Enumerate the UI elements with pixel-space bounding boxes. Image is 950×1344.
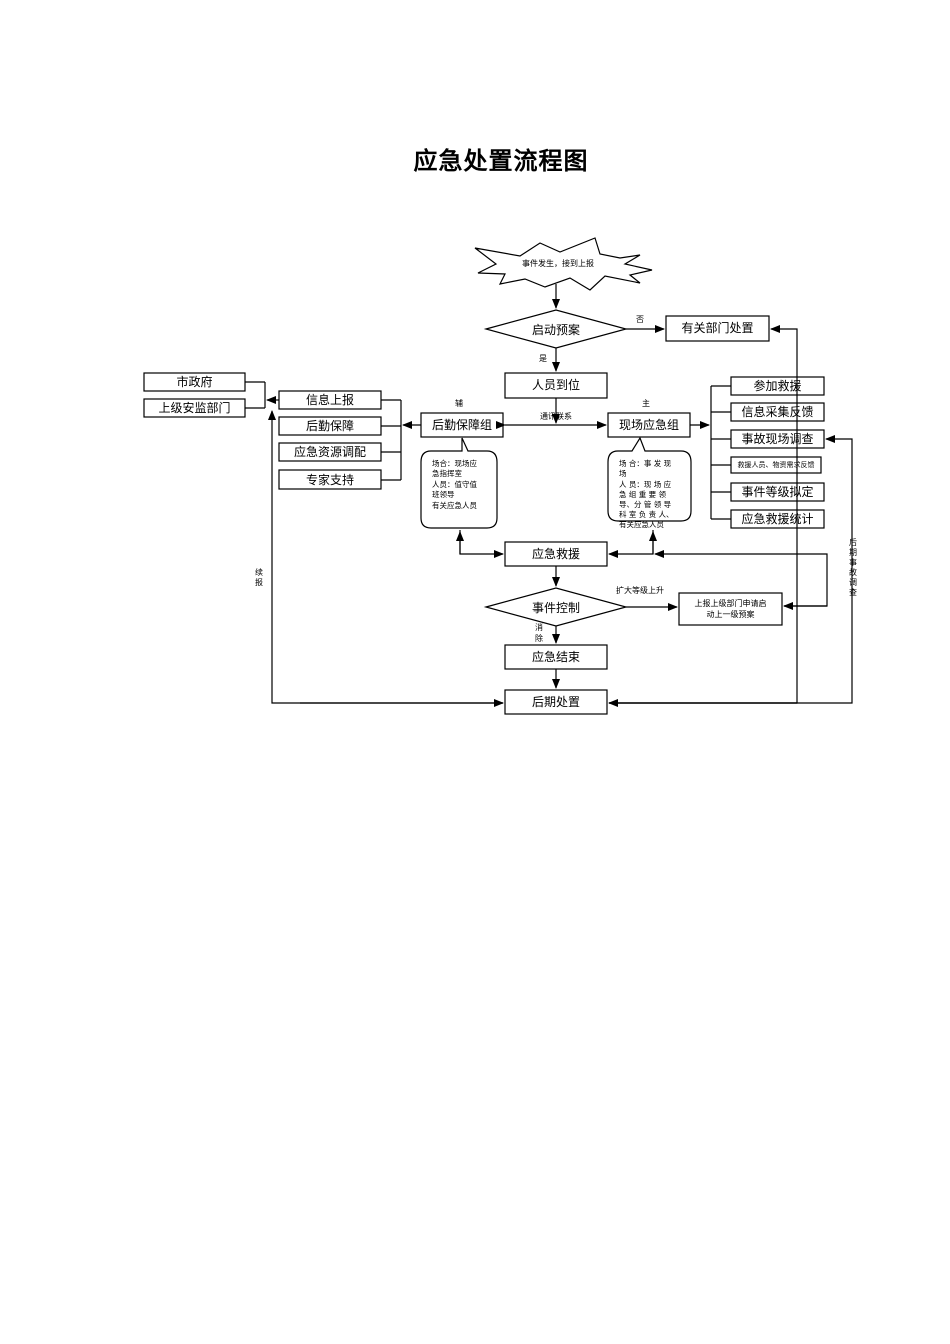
- arrow-logistics-note-to-rescue: [459, 530, 504, 558]
- emergency-rescue-label: 应急救援: [532, 546, 580, 561]
- onsite-note-line: 科 室 负 责 人、: [619, 509, 674, 519]
- label-escalate: 扩大等级上升: [616, 585, 664, 595]
- emergency-end-node: 应急结束: [504, 644, 608, 670]
- level-determine-label: 事件等级拟定: [741, 484, 813, 499]
- expert-support-node: 专家支持: [278, 469, 382, 490]
- rescue-stats-node: 应急救援统计: [730, 509, 825, 529]
- expert-support-label: 专家支持: [306, 472, 354, 487]
- staff-arrive-node: 人员到位: [504, 372, 608, 399]
- superior-dept-label: 上级安监部门: [158, 400, 230, 415]
- onsite-group-label: 现场应急组: [619, 417, 679, 432]
- superior-dept-node: 上级安监部门: [143, 398, 246, 418]
- start-plan-decision: 启动预案: [483, 309, 629, 349]
- info-feedback-label: 信息采集反馈: [741, 404, 813, 419]
- label-later-investigation: 查: [849, 587, 857, 597]
- rescue-needs-node: 救援人员、物资需求反馈: [730, 456, 822, 474]
- event-starburst-node: 事件发生，接到上报: [474, 237, 653, 291]
- event-label: 事件发生，接到上报: [522, 258, 594, 268]
- info-report-node: 信息上报: [278, 390, 382, 410]
- label-continue-report: 续: [255, 567, 263, 577]
- label-assist: 辅: [455, 398, 463, 408]
- logistics-support-node: 后勤保障: [278, 416, 382, 436]
- city-gov-label: 市政府: [176, 374, 212, 389]
- onsite-note-line: 有关应急人员: [619, 519, 664, 529]
- logistics-group-node: 后勤保障组: [420, 412, 504, 438]
- label-no: 否: [636, 315, 644, 324]
- accident-survey-label: 事故现场调查: [741, 431, 813, 446]
- label-later-investigation: 期: [849, 548, 857, 557]
- logistics-support-label: 后勤保障: [306, 418, 354, 433]
- label-continue-report: 报: [255, 577, 263, 587]
- logistics-note-line: 班领导: [432, 489, 455, 499]
- logistics-note-line: 有关应急人员: [432, 500, 477, 510]
- rescue-stats-label: 应急救援统计: [741, 511, 813, 526]
- logistics-note-line: 人员：值守值: [432, 479, 477, 489]
- label-eliminate: 除: [535, 633, 543, 643]
- escalate-report-line: 上报上级部门申请启: [695, 598, 767, 608]
- dept-handle-label: 有关部门处置: [681, 320, 753, 335]
- onsite-note-line: 人 员：现 场 应: [619, 479, 672, 489]
- logistics-note-callout: 场合：现场应 急指挥室 人员：值守值 班领导 有关应急人员: [420, 437, 498, 529]
- join-rescue-node: 参加救援: [730, 376, 825, 396]
- logistics-note-line: 急指挥室: [432, 468, 462, 478]
- info-feedback-node: 信息采集反馈: [730, 402, 825, 422]
- label-yes: 是: [539, 354, 547, 363]
- rescue-needs-label: 救援人员、物资需求反馈: [738, 460, 815, 469]
- label-later-investigation: 调: [849, 578, 857, 587]
- logistics-group-label: 后勤保障组: [432, 417, 492, 432]
- resource-alloc-node: 应急资源调配: [278, 442, 382, 462]
- onsite-note-line: 场: [619, 469, 627, 478]
- onsite-note-line: 急 组 重 要 领: [619, 489, 667, 499]
- join-rescue-label: 参加救援: [753, 378, 801, 393]
- onsite-note-callout: 场 合：事 发 现 场 人 员：现 场 应 急 组 重 要 领 导、分 管 领 …: [607, 436, 692, 529]
- event-control-label: 事件控制: [532, 601, 580, 615]
- logistics-note-line: 场合：现场应: [432, 458, 477, 468]
- info-report-label: 信息上报: [306, 392, 354, 407]
- accident-survey-node: 事故现场调查: [730, 429, 825, 449]
- arrow-onsite-note-to-rescue: [608, 530, 654, 558]
- start-plan-label: 启动预案: [532, 322, 580, 337]
- label-later-investigation: 故: [849, 567, 857, 577]
- label-eliminate: 消: [535, 622, 543, 632]
- emergency-end-label: 应急结束: [532, 649, 580, 664]
- label-comm: 通讯联系: [540, 411, 572, 421]
- arrow-later-investigation: [609, 435, 853, 704]
- connectors: [245, 284, 853, 707]
- emergency-rescue-node: 应急救援: [504, 541, 608, 567]
- label-later-investigation: 事: [849, 557, 857, 567]
- event-control-decision: 事件控制: [483, 587, 629, 627]
- onsite-note-line: 场 合：事 发 现: [619, 458, 672, 468]
- resource-alloc-label: 应急资源调配: [294, 444, 366, 459]
- level-determine-node: 事件等级拟定: [730, 482, 825, 502]
- onsite-note-line: 导、分 管 领 导: [619, 499, 672, 509]
- page-title: 应急处置流程图: [413, 147, 589, 175]
- city-gov-node: 市政府: [143, 372, 246, 392]
- escalate-report-node: 上报上级部门申请启 动上一级预案: [678, 592, 783, 626]
- aftermath-label: 后期处置: [532, 695, 580, 709]
- label-later-investigation: 后: [849, 537, 857, 547]
- aftermath-node: 后期处置: [504, 689, 608, 715]
- escalate-report-line: 动上一级预案: [707, 609, 755, 619]
- staff-arrive-label: 人员到位: [532, 377, 580, 392]
- label-main: 主: [642, 398, 650, 408]
- onsite-group-node: 现场应急组: [607, 412, 691, 438]
- dept-handle-node: 有关部门处置: [665, 315, 770, 342]
